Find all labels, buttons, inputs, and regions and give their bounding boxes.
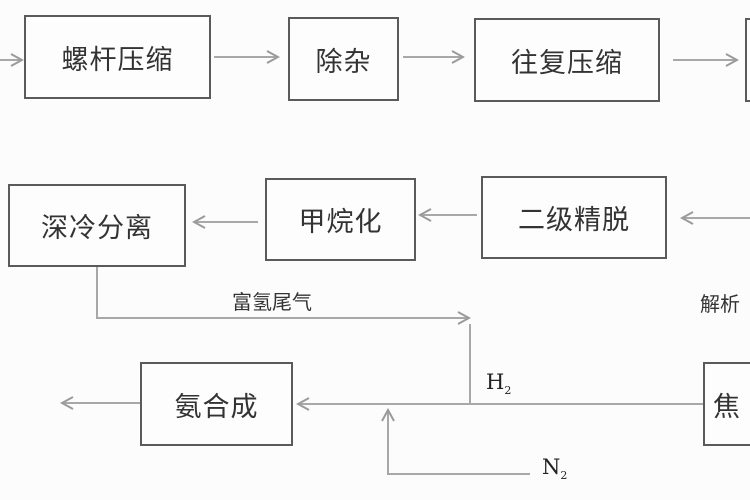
n2-subscript: 2 <box>560 469 568 483</box>
h2-symbol: H <box>486 370 505 394</box>
label-h2: H2 <box>486 370 511 397</box>
node-methanation: 甲烷化 <box>265 178 416 261</box>
h2-subscript: 2 <box>504 384 512 398</box>
node-ammonia-synthesis: 氨合成 <box>140 362 293 446</box>
node-deep-cooling-separation: 深冷分离 <box>8 184 186 267</box>
node-impurity-removal: 除杂 <box>288 17 399 101</box>
node-coke-partial: 焦 <box>703 362 750 446</box>
node-screw-compression: 螺杆压缩 <box>24 15 211 99</box>
node-partial-right-top <box>745 18 750 102</box>
node-secondary-fine-desulfurization: 二级精脱 <box>481 176 667 259</box>
n2-symbol: N <box>542 455 561 479</box>
n2-line <box>388 410 530 475</box>
label-desorption-partial: 解析 <box>700 292 740 316</box>
label-hydrogen-rich-tail-gas: 富氢尾气 <box>232 290 312 314</box>
label-n2: N2 <box>542 455 567 482</box>
node-reciprocating-compression: 往复压缩 <box>474 18 660 102</box>
tail-gas-line <box>96 266 469 318</box>
